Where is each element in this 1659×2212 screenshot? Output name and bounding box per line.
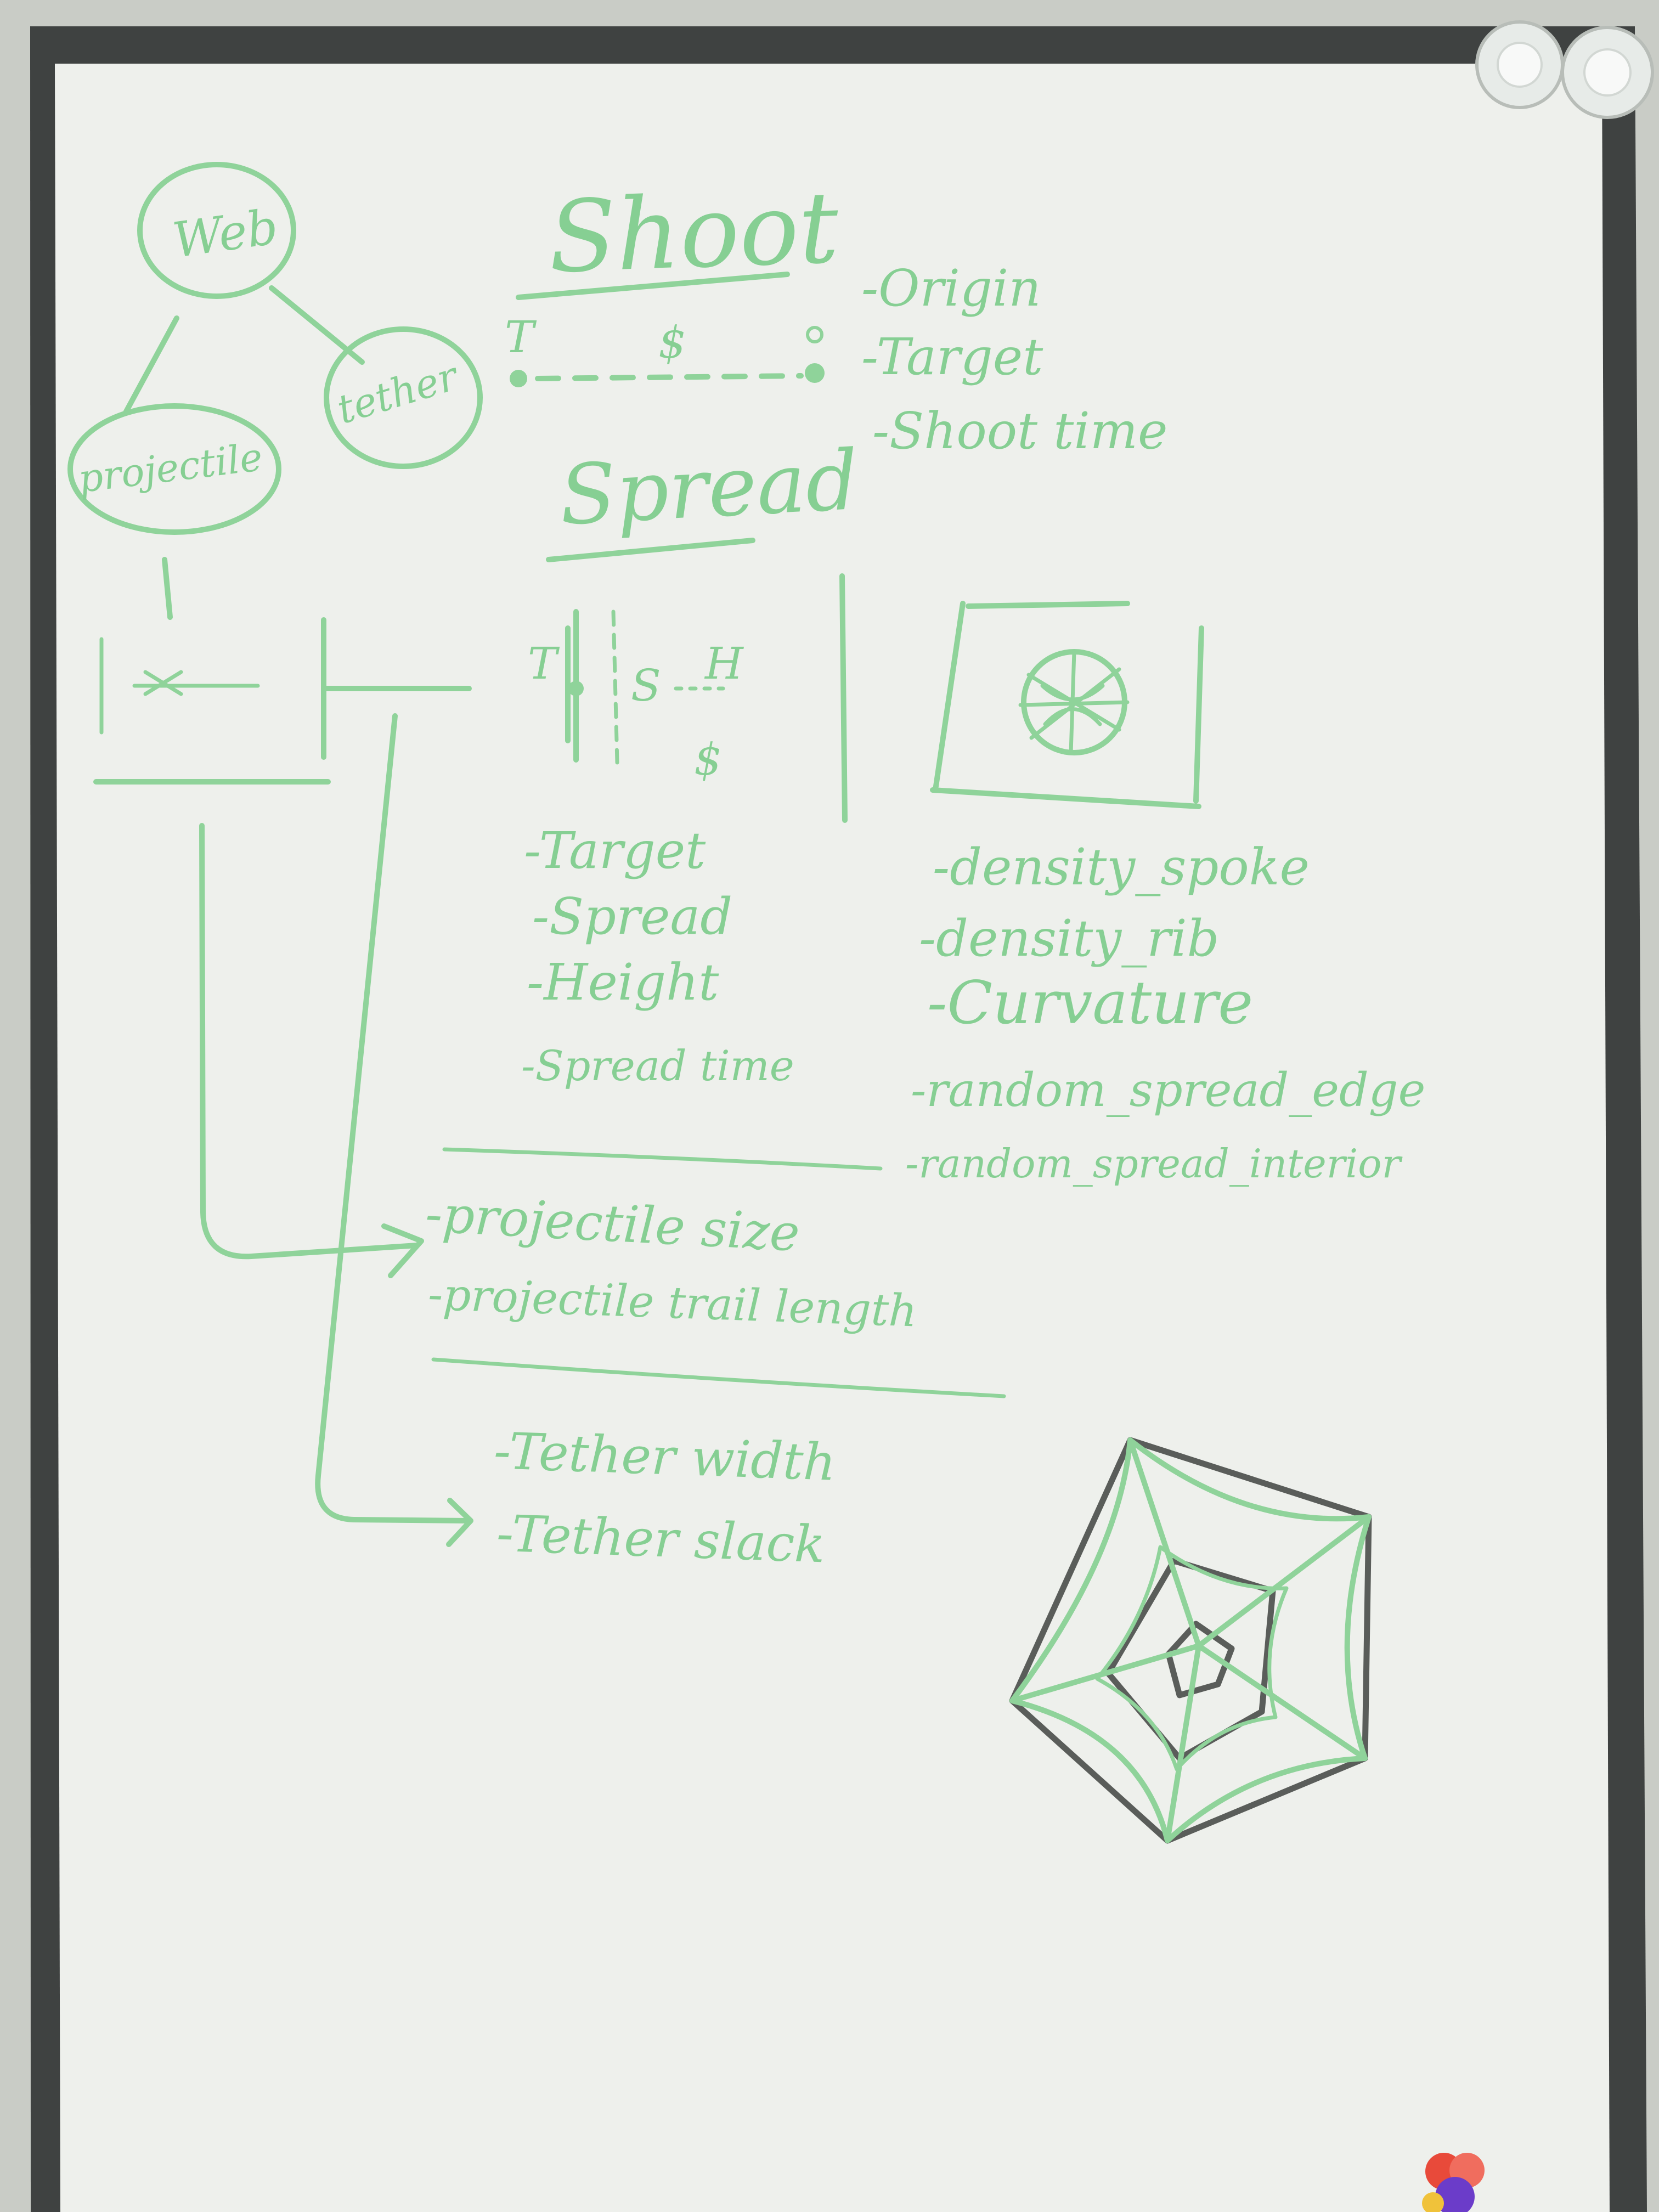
tether-arrowhead	[446, 1498, 473, 1547]
pushpins	[1422, 2153, 1485, 2212]
web-projectile-link	[123, 315, 179, 414]
shoot-target-dot	[805, 363, 825, 383]
tether-param-slack: -Tether slack	[495, 1504, 826, 1575]
spread-section	[546, 538, 848, 823]
spiderweb-sketch	[1009, 1437, 1372, 1844]
shoot-param-time: -Shoot time	[872, 402, 1168, 460]
projectile-node-ellipse	[67, 403, 281, 535]
web-green-spokes	[1009, 1437, 1372, 1843]
spread-h-mark: H	[705, 638, 743, 689]
shoot-origin-dot	[510, 370, 527, 387]
spread-param-time: -Spread time	[521, 1041, 794, 1090]
top-magnet	[1475, 20, 1654, 119]
pushpin-yellow	[1422, 2192, 1444, 2212]
shoot-param-origin: -Origin	[861, 259, 1041, 318]
spread-divider	[839, 573, 848, 823]
spread-title-underline	[546, 538, 755, 562]
shoot-param-target: -Target	[861, 328, 1043, 386]
projectile-cross	[143, 670, 183, 696]
web-green-outer-ribs	[1009, 1437, 1372, 1843]
magnet-center-left	[1497, 42, 1543, 88]
web-green-inner-ribs	[1095, 1545, 1289, 1771]
spread-title: Spread	[557, 432, 861, 544]
whiteboard-surface	[55, 64, 1610, 2212]
web-preview-web	[1018, 650, 1130, 755]
projectile-cannon	[99, 637, 260, 735]
shoot-start-mark: T	[505, 312, 534, 363]
web-param-density-spoke: -density_spoke	[933, 838, 1310, 896]
spread-dashed-column	[611, 610, 619, 765]
web-param-random-interior: -random_spread_interior	[905, 1141, 1401, 1187]
web-dark-outer-ring	[1009, 1437, 1372, 1844]
shoot-trajectory-line	[535, 373, 804, 381]
web-preview-frame	[930, 601, 1204, 809]
shoot-target-ring	[806, 326, 823, 343]
projectile-target-wall	[321, 617, 472, 760]
projectile-sketch	[93, 617, 472, 785]
spread-anchor-dot	[568, 681, 584, 696]
projectile-arrowhead	[381, 1223, 424, 1278]
shoot-title: Shoot	[546, 170, 840, 296]
tether-connector	[315, 713, 472, 1523]
web-tether-link	[269, 285, 365, 365]
spread-param-height: -Height	[527, 953, 719, 1012]
magnet-center-right	[1583, 48, 1632, 97]
shoot-section	[510, 272, 825, 387]
web-dark-inner-ring	[1165, 1621, 1235, 1699]
connector-arrows	[199, 713, 473, 1547]
web-param-curvature: -Curvature	[927, 969, 1254, 1037]
tether-node-ellipse	[324, 326, 483, 469]
web-node-label: Web	[169, 198, 281, 269]
spread-t-mark: T	[528, 638, 557, 689]
web-node-graph	[67, 162, 483, 620]
section-dividers	[431, 1147, 1006, 1398]
spread-param-target: -Target	[524, 821, 706, 880]
shoot-title-underline	[516, 272, 790, 300]
web-param-random-edge: -random_spread_edge	[911, 1063, 1426, 1117]
divider-spread-web	[442, 1147, 883, 1171]
projectile-connector	[199, 823, 420, 1260]
web-node-ellipse	[137, 162, 296, 299]
tether-param-width: -Tether width	[493, 1421, 837, 1492]
pushpin-purple	[1435, 2177, 1475, 2212]
shoot-mid-mark: $	[658, 317, 686, 368]
spread-s-mark: S	[631, 660, 661, 711]
web-param-density-rib: -density_rib	[919, 909, 1220, 968]
spread-param-spread: -Spread	[532, 887, 733, 946]
projectile-descender	[162, 557, 173, 620]
web-preview-sketch	[930, 601, 1204, 809]
spread-dollar-mark: $	[694, 734, 722, 785]
divider-projectile-tether	[431, 1357, 1006, 1398]
